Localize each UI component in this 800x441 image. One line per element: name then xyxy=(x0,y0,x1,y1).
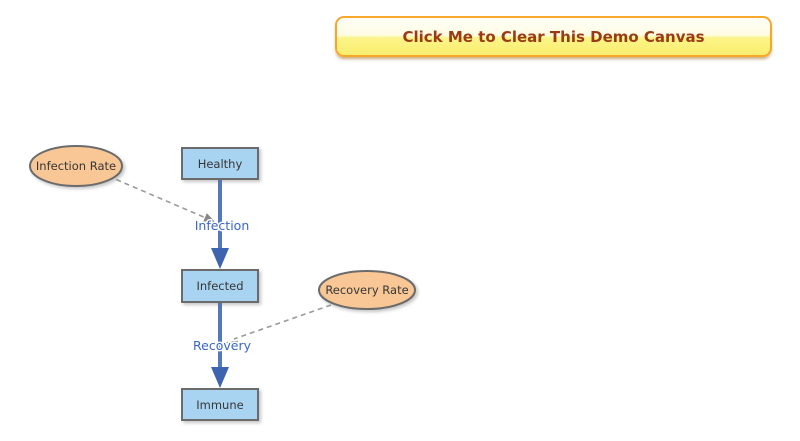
flow-arrowhead-icon xyxy=(211,248,229,269)
variable-ellipse xyxy=(29,145,123,187)
stock-label: Healthy xyxy=(198,157,243,171)
influence-arrowhead-icon xyxy=(226,340,239,350)
stock-rect xyxy=(181,147,259,180)
influence-line-infection xyxy=(107,175,207,219)
stock-rect xyxy=(181,388,259,421)
flow-link-infection[interactable] xyxy=(211,180,229,269)
variable-label: Recovery Rate xyxy=(325,283,408,297)
stock-rect xyxy=(181,269,259,303)
variable-node-infection-rate[interactable]: Infection Rate xyxy=(29,145,123,187)
stock-label: Immune xyxy=(196,398,243,412)
flow-label-recovery[interactable]: Recovery xyxy=(192,337,254,355)
variable-label: Infection Rate xyxy=(36,159,116,173)
flow-link-recovery[interactable] xyxy=(211,302,229,388)
stock-node-healthy[interactable]: Healthy xyxy=(181,147,259,180)
stock-node-infected[interactable]: Infected xyxy=(181,269,259,303)
influence-link-recovery-rate[interactable] xyxy=(225,304,332,350)
flow-arrowhead-icon xyxy=(211,367,229,388)
influence-line-recovery xyxy=(233,304,332,340)
variable-ellipse xyxy=(318,270,416,310)
influence-link-infection-rate[interactable] xyxy=(107,175,217,226)
variable-node-recovery-rate[interactable]: Recovery Rate xyxy=(318,270,416,310)
influence-arrowhead-icon xyxy=(203,213,215,222)
stock-node-immune[interactable]: Immune xyxy=(181,388,259,421)
clear-canvas-button[interactable]: Click Me to Clear This Demo Canvas xyxy=(335,16,772,57)
stock-label: Infected xyxy=(196,279,243,293)
flow-label-infection[interactable]: Infection xyxy=(193,217,251,235)
